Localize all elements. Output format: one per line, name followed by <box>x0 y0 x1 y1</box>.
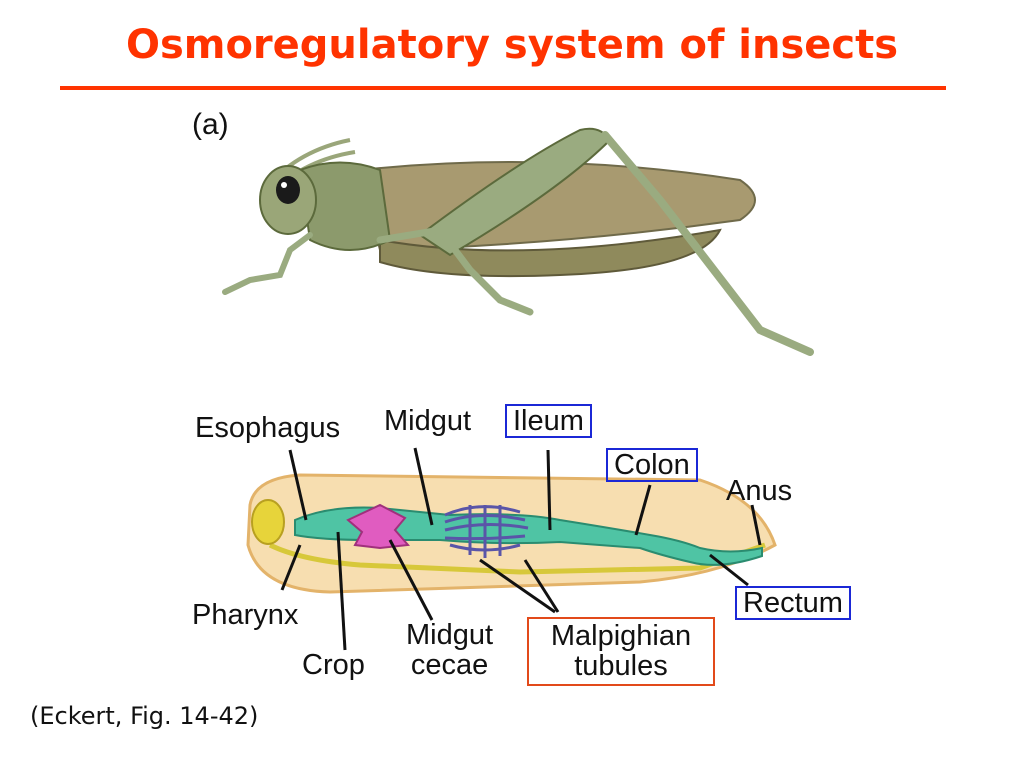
label-rectum: Rectum <box>735 586 851 621</box>
label-crop: Crop <box>302 649 365 681</box>
panel-label: (a) <box>192 108 229 141</box>
label-colon: Colon <box>606 448 698 483</box>
label-anus: Anus <box>726 475 793 507</box>
digestive-system-illustration <box>246 473 777 594</box>
label-ileum: Ileum <box>505 404 592 439</box>
label-esophagus: Esophagus <box>195 412 341 444</box>
label-midgut-cecae: Midgut cecae <box>406 619 494 682</box>
leader-lines <box>280 447 762 651</box>
grasshopper-illustration <box>222 127 814 356</box>
citation: (Eckert, Fig. 14-42) <box>30 702 259 730</box>
page-title: Osmoregulatory system of insects <box>125 22 899 68</box>
label-midgut: Midgut <box>384 405 472 437</box>
title-underline <box>60 86 946 90</box>
label-malpighian-tubules: Malpighian tubules <box>527 617 715 686</box>
label-pharynx: Pharynx <box>192 599 299 631</box>
